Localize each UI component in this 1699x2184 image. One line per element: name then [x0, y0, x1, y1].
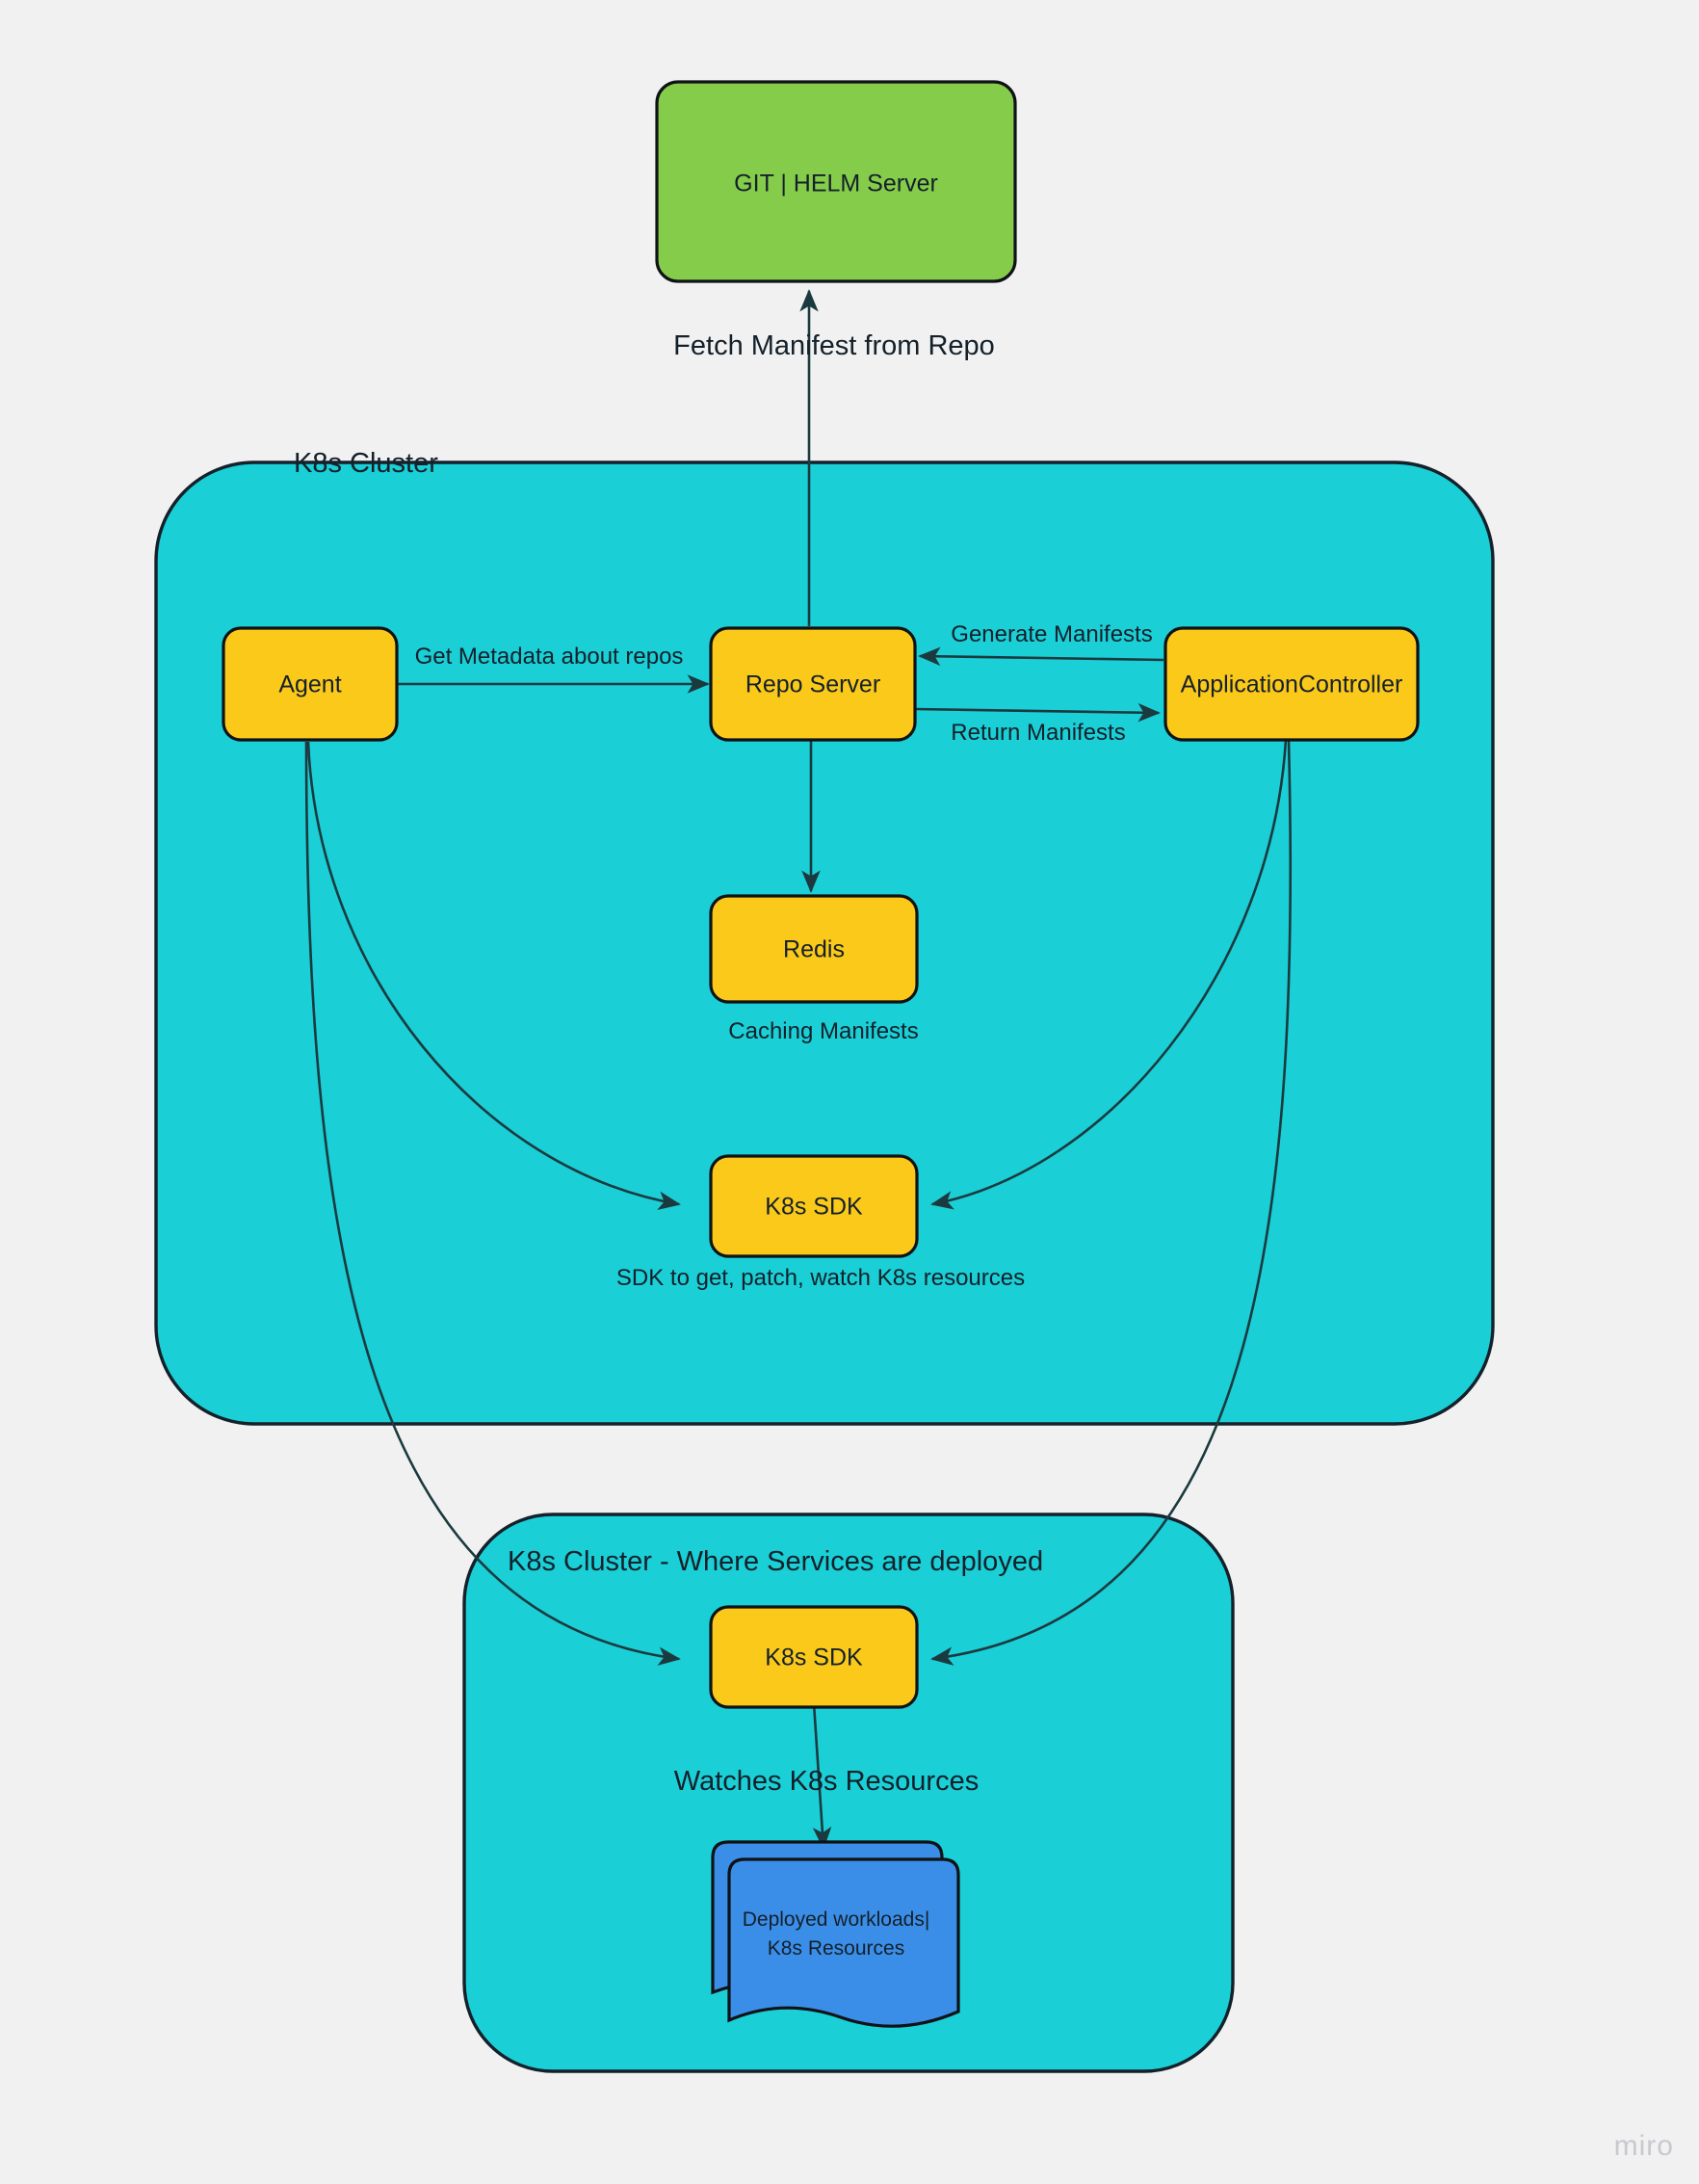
- edge-agent-to-sdk-main: [306, 741, 681, 1210]
- edge-return-manifests: [914, 702, 1161, 723]
- node-deployed-workloads[interactable]: Deployed workloads| K8s Resources: [711, 1840, 960, 2028]
- edge-label-fetch-manifest: Fetch Manifest from Repo: [673, 330, 995, 361]
- node-k8s-sdk-main[interactable]: K8s SDK: [709, 1154, 919, 1258]
- k8s-sdk-main-box: [709, 1154, 919, 1258]
- caption-k8s-sdk-main: SDK to get, patch, watch K8s resources: [616, 1265, 1025, 1291]
- redis-label: Redis: [783, 936, 845, 963]
- k8s-cluster-services-panel: [462, 1513, 1235, 2073]
- edge-sdk-to-workloads: [812, 1702, 832, 1850]
- k8s-sdk-services-label: K8s SDK: [765, 1645, 863, 1671]
- group-k8s-cluster-services[interactable]: K8s Cluster - Where Services are deploye…: [462, 1513, 1235, 2073]
- edge-label-get-metadata: Get Metadata about repos: [415, 644, 684, 670]
- k8s-sdk-services-box: [709, 1605, 919, 1709]
- deployed-workloads-label-line2: K8s Resources: [768, 1937, 904, 1960]
- repo-server-box: [709, 626, 917, 742]
- node-repo-server[interactable]: Repo Server: [709, 626, 917, 742]
- node-git-helm-server[interactable]: GIT | HELM Server: [655, 80, 1017, 283]
- miro-watermark: miro: [1613, 2130, 1674, 2162]
- k8s-cluster-main-label: K8s Cluster: [294, 448, 438, 479]
- deployed-workloads-label-line1: Deployed workloads|: [743, 1908, 930, 1931]
- application-controller-box: [1163, 626, 1420, 742]
- node-redis[interactable]: Redis: [709, 894, 919, 1004]
- edge-label-generate-manifests: Generate Manifests: [951, 621, 1152, 647]
- git-helm-server-box: [655, 80, 1017, 283]
- agent-box: [222, 626, 399, 742]
- node-agent[interactable]: Agent: [222, 626, 399, 742]
- deployed-workloads-front-sheet: [727, 1857, 960, 2028]
- edge-label-watches-k8s-resources: Watches K8s Resources: [674, 1766, 979, 1797]
- caption-redis: Caching Manifests: [728, 1018, 918, 1044]
- k8s-cluster-services-label: K8s Cluster - Where Services are deploye…: [508, 1546, 1043, 1577]
- redis-box: [709, 894, 919, 1004]
- application-controller-label: ApplicationController: [1181, 671, 1403, 698]
- git-helm-server-label: GIT | HELM Server: [734, 171, 938, 197]
- agent-label: Agent: [278, 671, 341, 698]
- edge-label-return-manifests: Return Manifests: [951, 720, 1125, 746]
- k8s-sdk-main-label: K8s SDK: [765, 1194, 863, 1221]
- repo-server-label: Repo Server: [745, 671, 880, 698]
- edge-agent-to-sdk-services: [304, 741, 681, 1666]
- edge-generate-manifests: [918, 646, 1164, 667]
- node-k8s-sdk-services[interactable]: K8s SDK: [709, 1605, 919, 1709]
- node-application-controller[interactable]: ApplicationController: [1163, 626, 1420, 742]
- edge-appcontroller-to-sdk-main: [930, 739, 1288, 1210]
- edge-appcontroller-to-sdk-services: [930, 739, 1293, 1666]
